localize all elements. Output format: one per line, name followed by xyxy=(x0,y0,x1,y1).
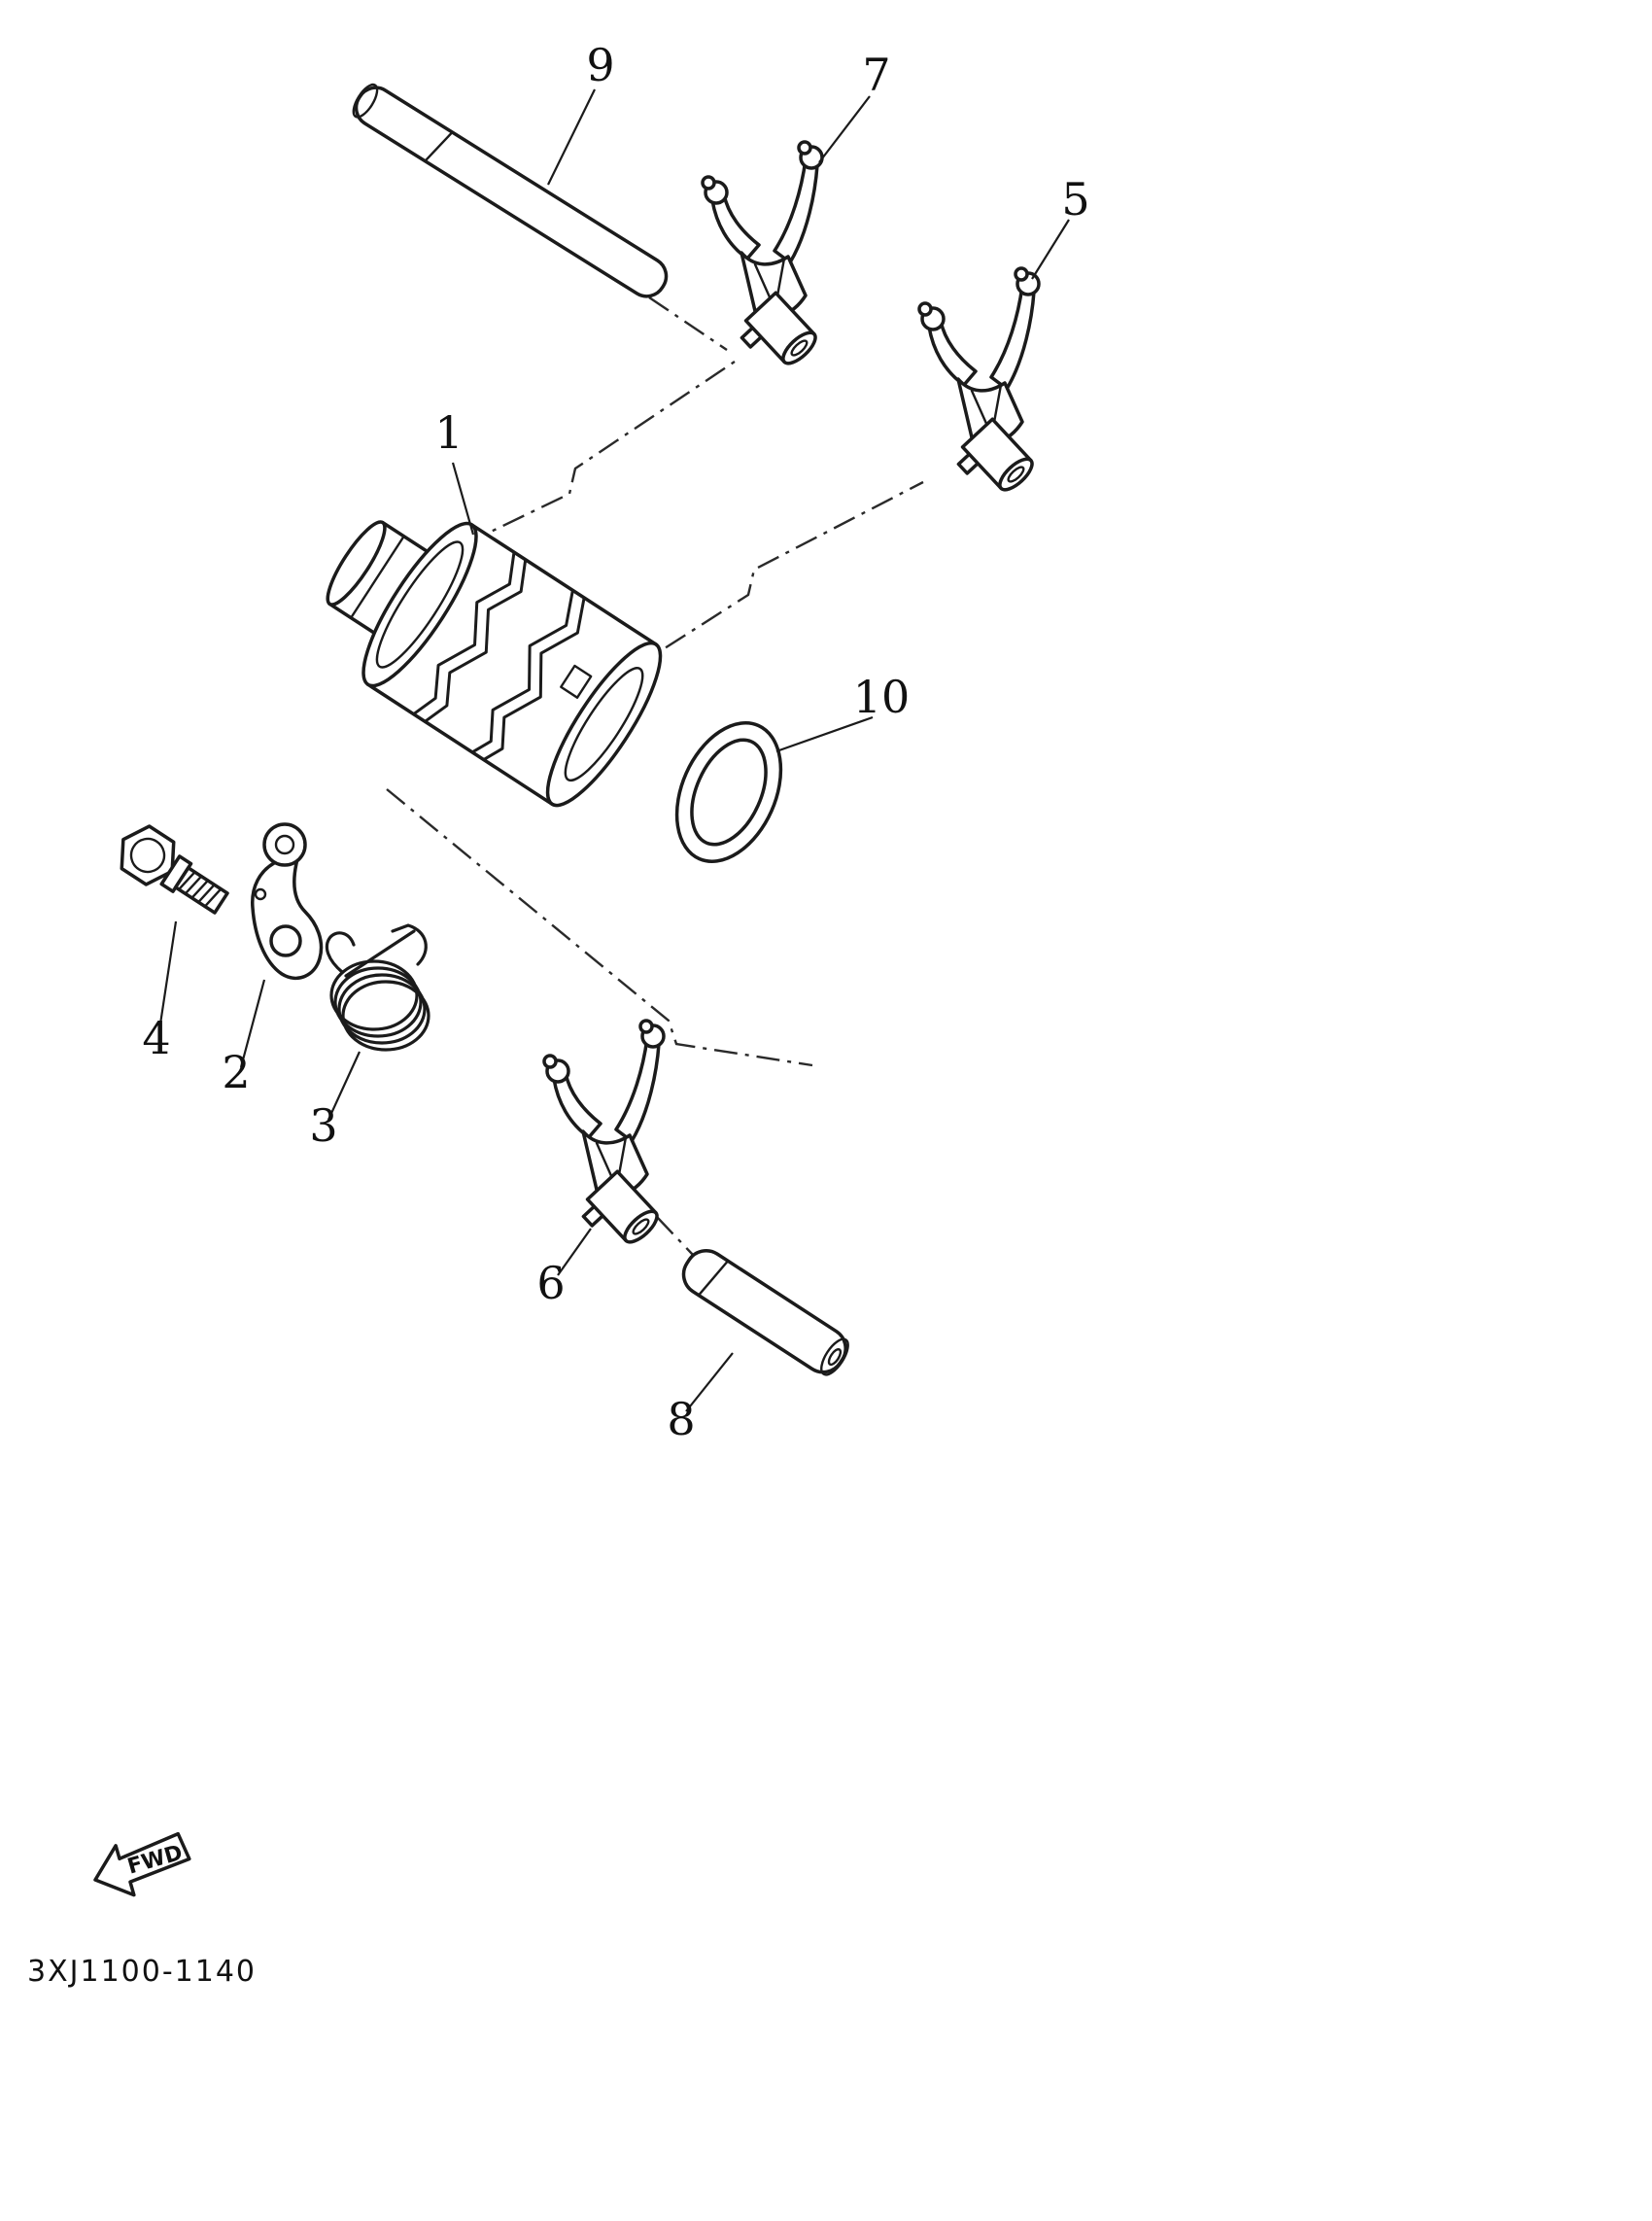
part-7-fork xyxy=(701,140,824,380)
leader-line-6 xyxy=(557,1228,592,1276)
part-number-labels: 1 2 3 4 5 6 7 8 9 10 xyxy=(142,39,1089,1445)
leader-lines xyxy=(157,88,1070,1412)
part-6-fork xyxy=(542,1019,666,1259)
centerline-shaft9-to-fork7 xyxy=(648,296,728,351)
centerline-drum-to-fork7 xyxy=(464,361,736,546)
leader-line-8 xyxy=(685,1352,734,1412)
leader-line-2 xyxy=(239,979,266,1068)
part-label-9: 9 xyxy=(586,39,614,91)
part-9-shaft xyxy=(352,83,669,298)
centerline-drum-to-fork5 xyxy=(629,480,924,673)
part-label-4: 4 xyxy=(142,1012,170,1064)
part-4-bolt xyxy=(120,824,229,915)
centerline-fork6-to-shaft8 xyxy=(656,1216,695,1257)
part-5-fork xyxy=(917,266,1041,506)
leader-line-5 xyxy=(1031,219,1070,280)
part-label-2: 2 xyxy=(222,1046,250,1098)
fwd-arrow-icon: FWD xyxy=(93,1831,191,1897)
leader-line-9 xyxy=(547,88,596,186)
part-label-3: 3 xyxy=(309,1099,337,1152)
diagram-code: 3XJ1100-1140 xyxy=(27,1955,257,1989)
centerline-drum-to-fork6 xyxy=(386,788,813,1067)
assembly-centerlines xyxy=(386,296,924,1257)
part-2-lever xyxy=(251,822,324,980)
leader-line-1 xyxy=(451,462,475,536)
part-label-8: 8 xyxy=(667,1393,695,1445)
part-label-7: 7 xyxy=(862,49,890,101)
part-label-6: 6 xyxy=(536,1257,565,1309)
part-label-1: 1 xyxy=(434,406,463,459)
part-label-5: 5 xyxy=(1061,173,1089,226)
part-label-10: 10 xyxy=(853,671,911,723)
part-8-shaft xyxy=(681,1249,849,1376)
part-1-drum xyxy=(326,520,663,808)
part-3-spring xyxy=(325,923,430,1052)
leader-line-10 xyxy=(775,715,874,753)
leader-line-7 xyxy=(818,95,871,163)
leader-line-3 xyxy=(327,1051,361,1121)
part-10-ring xyxy=(674,721,783,863)
leader-line-4 xyxy=(157,920,178,1031)
